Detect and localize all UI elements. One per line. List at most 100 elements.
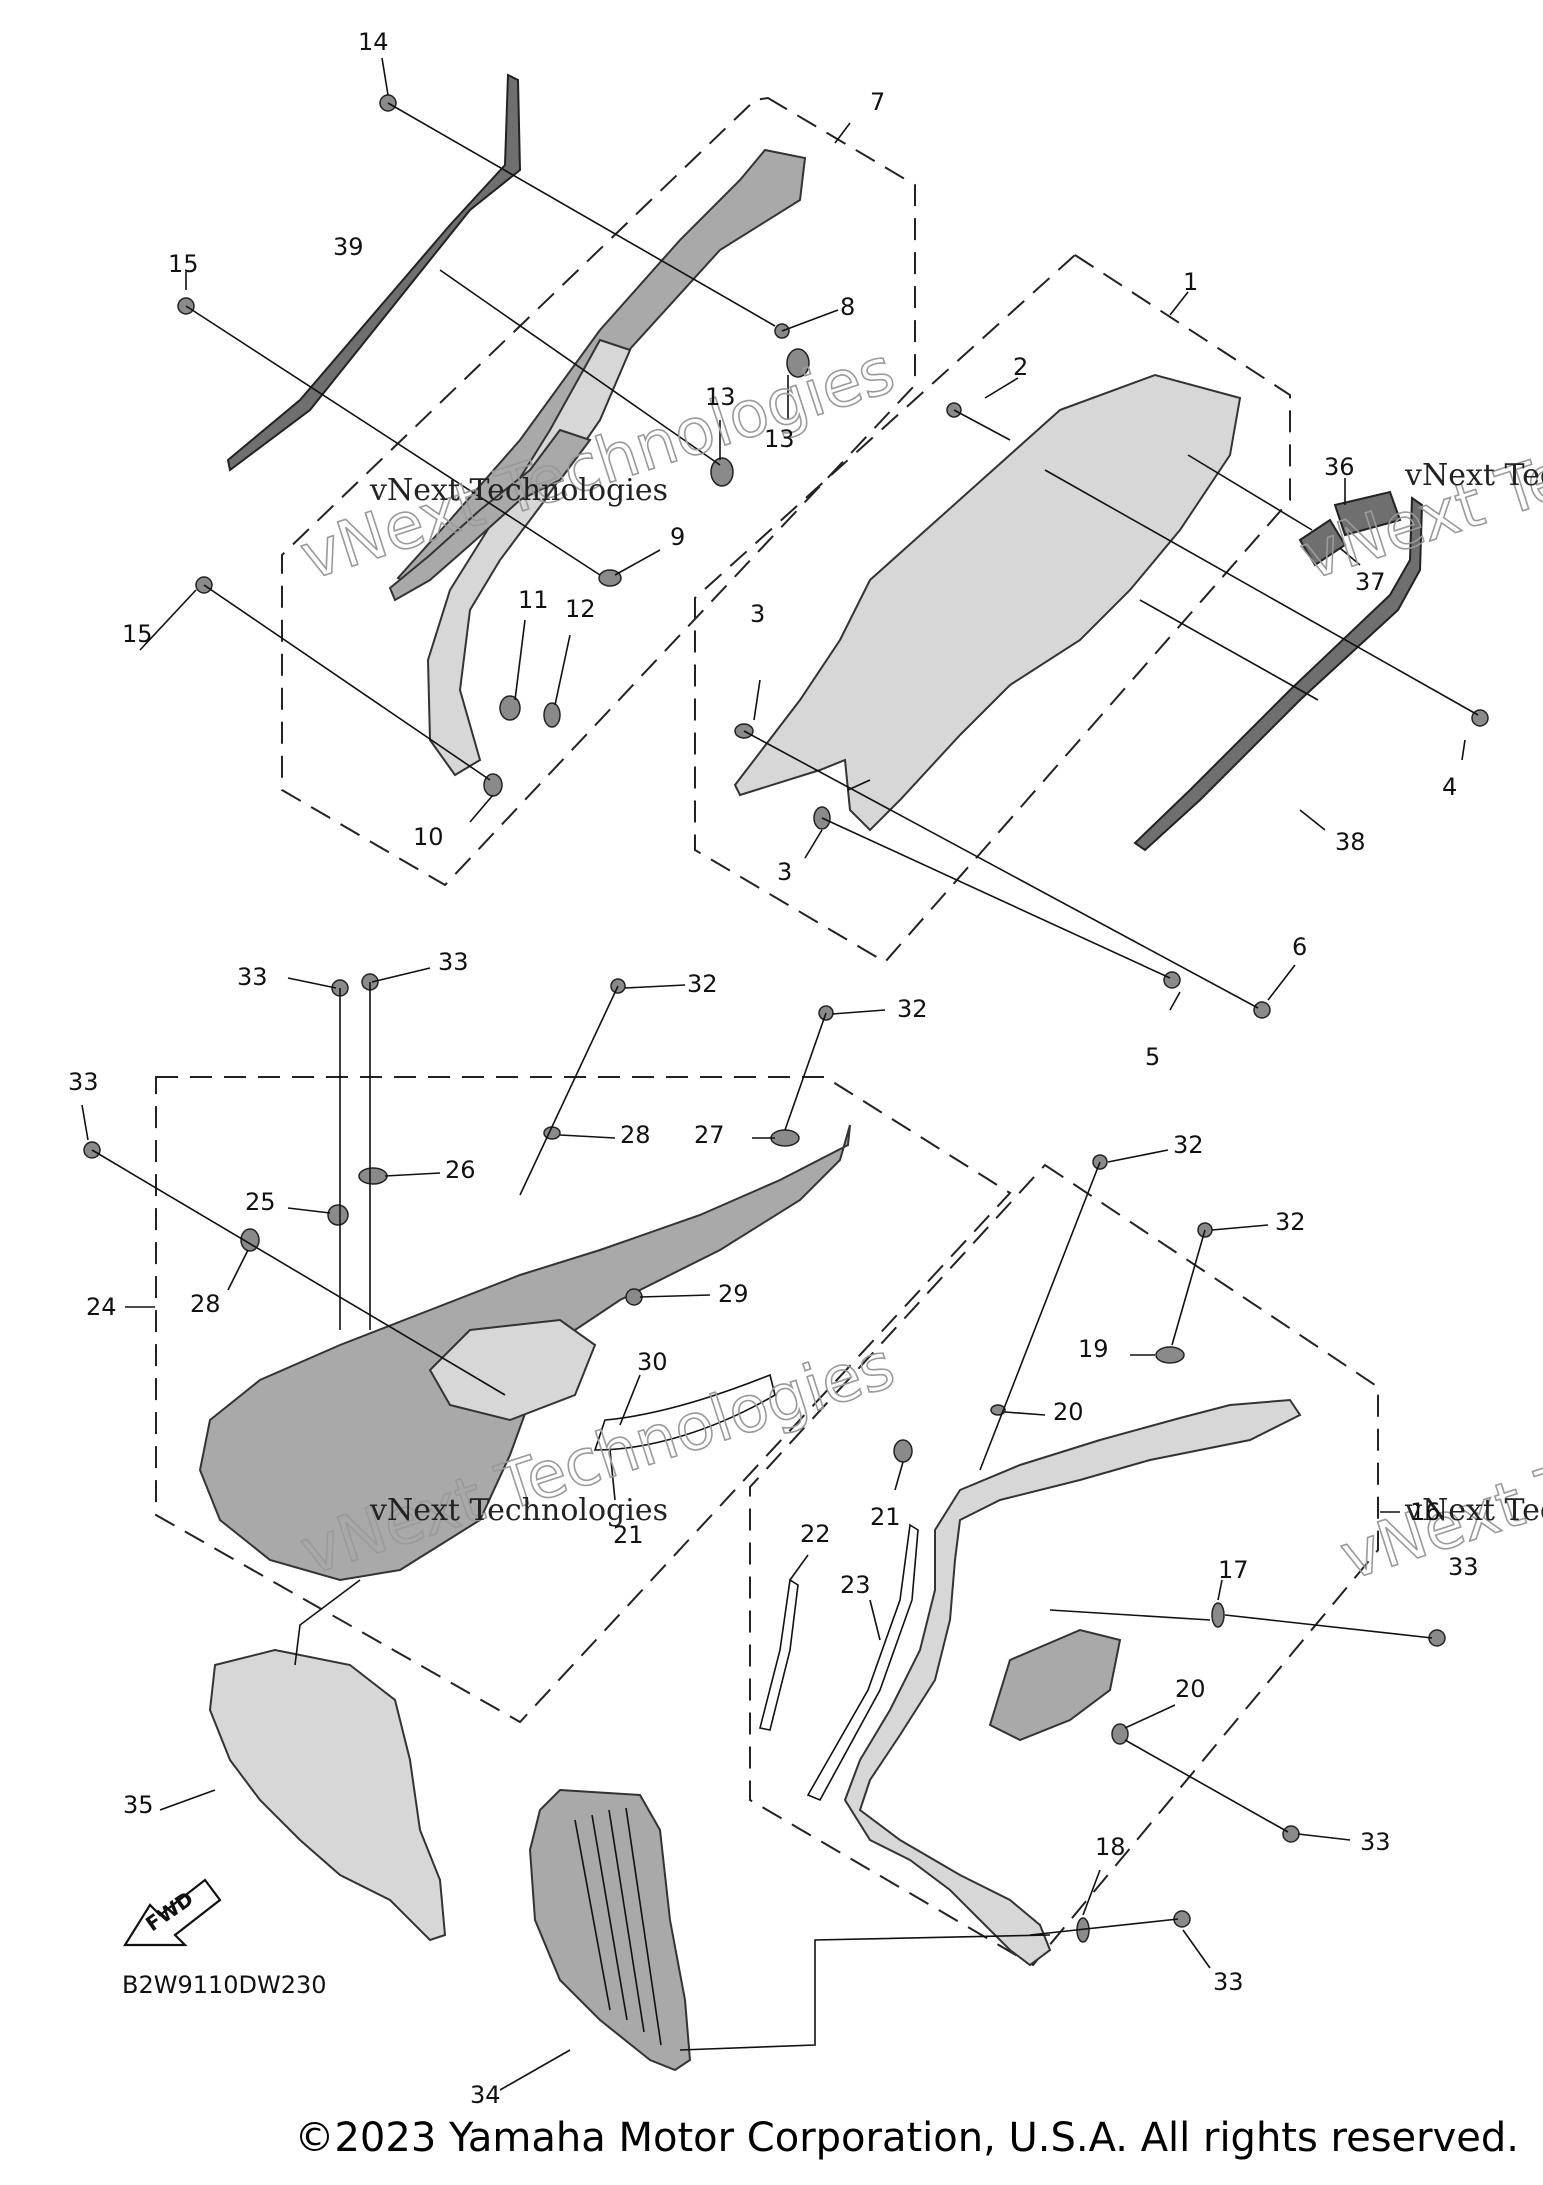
side-trim-strip-38 xyxy=(1133,496,1424,852)
leader-26 xyxy=(384,1172,441,1177)
callout-20-lower: 20 xyxy=(1175,1675,1206,1703)
leader-32-d-label xyxy=(1211,1224,1269,1231)
leader-32-a-down xyxy=(519,985,619,1196)
callout-27: 27 xyxy=(694,1121,725,1149)
callout-24: 24 xyxy=(86,1293,117,1321)
leader-35 xyxy=(159,1789,216,1811)
leader-22 xyxy=(789,1554,809,1581)
leader-11 xyxy=(514,619,526,701)
callout-38: 38 xyxy=(1335,828,1366,856)
grommet-19 xyxy=(1155,1346,1185,1364)
inner-duct-panel xyxy=(428,1318,597,1422)
callout-17: 17 xyxy=(1218,1556,1249,1584)
nut-20-upper xyxy=(990,1404,1006,1416)
leader-33-b-label xyxy=(371,967,431,983)
leader-17-panel xyxy=(1049,1609,1211,1621)
leader-2 xyxy=(953,409,1011,441)
leader-33-f-label xyxy=(1182,1929,1211,1969)
leader-4 xyxy=(1044,469,1479,716)
emblem-37 xyxy=(1298,518,1347,567)
fairing-16-lower-panel xyxy=(988,1628,1122,1742)
callout-29: 29 xyxy=(718,1280,749,1308)
leader-20-upper xyxy=(1004,1411,1046,1416)
grommet-11 xyxy=(499,695,521,721)
callout-26: 26 xyxy=(445,1156,476,1184)
group-boundary-7 xyxy=(281,96,916,887)
guard-fin-3 xyxy=(608,1809,645,2033)
callout-3-upper: 3 xyxy=(750,600,765,628)
radiator-guard-34 xyxy=(528,1788,692,2072)
side-trim-strip-39 xyxy=(226,73,522,472)
grommet-27 xyxy=(770,1129,800,1147)
callout-25: 25 xyxy=(245,1188,276,1216)
callout-14: 14 xyxy=(358,28,389,56)
callout-36: 36 xyxy=(1324,453,1355,481)
callout-39: 39 xyxy=(333,233,364,261)
leader-32-d-down xyxy=(1171,1229,1206,1346)
callout-20-upper: 20 xyxy=(1053,1398,1084,1426)
leader-28-upper xyxy=(559,1134,616,1139)
leader-21-upper xyxy=(894,1461,904,1491)
callout-33-b: 33 xyxy=(438,948,469,976)
callout-10: 10 xyxy=(413,823,444,851)
leader-33-e-label xyxy=(1297,1833,1351,1841)
leader-33-c xyxy=(91,1149,506,1396)
callout-11: 11 xyxy=(518,586,549,614)
leader-32-c-label xyxy=(1107,1149,1169,1163)
leader-2-label xyxy=(984,377,1019,399)
callout-15-upper: 15 xyxy=(168,250,199,278)
leader-5 xyxy=(821,817,1171,979)
leader-route-34 xyxy=(679,1934,1051,2051)
leader-route-35 xyxy=(294,1579,361,1666)
callout-32-d: 32 xyxy=(1275,1208,1306,1236)
watermark-text-upper-left: vNext Technologies xyxy=(369,473,668,508)
wire-harness-30 xyxy=(593,1373,776,1451)
group-boundary-24 xyxy=(155,1076,1012,1724)
callout-21-upper: 21 xyxy=(870,1503,901,1531)
leader-5-label xyxy=(1169,991,1181,1011)
inner-frame-cover xyxy=(426,338,632,777)
callout-33-a: 33 xyxy=(237,963,268,991)
callout-19: 19 xyxy=(1078,1335,1109,1363)
leader-38-panel xyxy=(1139,599,1319,701)
leader-32-a-label xyxy=(624,984,686,989)
leader-30 xyxy=(619,1374,641,1426)
leader-28-lower xyxy=(227,1249,249,1291)
callout-22: 22 xyxy=(800,1520,831,1548)
leader-4-label xyxy=(1461,739,1466,761)
leader-3-lower xyxy=(804,829,823,859)
callout-4: 4 xyxy=(1442,773,1457,801)
watermark-lower-right: vNext Technologies xyxy=(1332,1334,1543,1595)
callout-6: 6 xyxy=(1292,933,1307,961)
leader-9 xyxy=(614,549,661,576)
nut-21 xyxy=(893,1439,913,1463)
side-fairing-16 xyxy=(843,1398,1302,1967)
leader-37-label xyxy=(1339,547,1361,566)
bolt-6 xyxy=(1253,1001,1271,1019)
leader-8 xyxy=(781,309,839,332)
callout-28-upper: 28 xyxy=(620,1121,651,1149)
nut-9 xyxy=(598,569,622,587)
callout-12: 12 xyxy=(565,595,596,623)
callout-16: 16 xyxy=(1410,1498,1441,1526)
callout-33-e: 33 xyxy=(1360,1828,1391,1856)
group-boundary-16 xyxy=(749,1163,1379,1967)
callout-23: 23 xyxy=(840,1571,871,1599)
leader-6-label xyxy=(1267,964,1296,1001)
callout-35: 35 xyxy=(123,1791,154,1819)
grommet-26 xyxy=(358,1167,388,1185)
callout-21-lower: 21 xyxy=(613,1521,644,1549)
watermark-text-lower-right: vNext Technologies xyxy=(1404,1493,1543,1528)
leader-33-e xyxy=(1124,1739,1289,1833)
leader-14-label xyxy=(381,57,389,96)
leader-25 xyxy=(287,1207,331,1214)
bolt-33-e xyxy=(1282,1825,1300,1843)
leader-3-upper xyxy=(753,679,761,721)
bolt-29 xyxy=(625,1288,643,1306)
callout-32-a: 32 xyxy=(687,970,718,998)
callout-1: 1 xyxy=(1183,268,1198,296)
leader-33-d xyxy=(1224,1614,1433,1639)
callout-9: 9 xyxy=(670,523,685,551)
leader-17-label xyxy=(1217,1579,1223,1601)
side-cover-1 xyxy=(733,373,1242,832)
